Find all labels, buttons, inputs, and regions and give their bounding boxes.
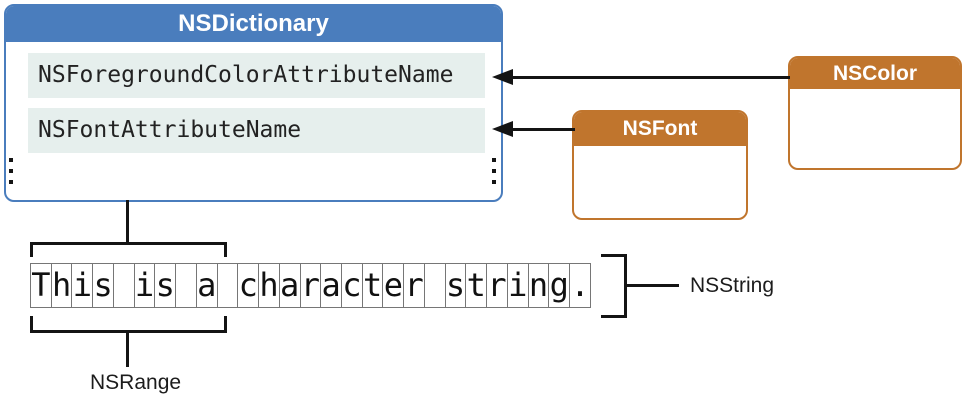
char-cell: c bbox=[341, 263, 363, 308]
ellipsis-icon bbox=[492, 158, 496, 184]
char-cell: i bbox=[506, 263, 529, 308]
nscolor-title: NSColor bbox=[790, 58, 960, 89]
char-cell: g bbox=[548, 263, 571, 308]
char-cell: t bbox=[361, 263, 384, 308]
nsstring-connector-line bbox=[625, 284, 679, 287]
char-cell: e bbox=[382, 263, 405, 308]
char-cell: c bbox=[237, 263, 260, 308]
char-cell: . bbox=[569, 263, 591, 308]
nscolor-box: NSColor bbox=[788, 56, 962, 170]
range-bracket-top bbox=[30, 242, 227, 257]
nsstring-label: NSString bbox=[690, 274, 775, 297]
char-cell: r bbox=[486, 263, 508, 308]
dictionary-to-range-stem bbox=[126, 200, 129, 242]
char-cell: s bbox=[444, 263, 467, 308]
ellipsis-icon bbox=[9, 158, 13, 184]
nscolor-connector-line bbox=[509, 76, 790, 79]
nsfont-box: NSFont bbox=[572, 110, 748, 220]
arrow-left-icon bbox=[492, 69, 513, 85]
nsfont-title: NSFont bbox=[574, 112, 746, 146]
nsfont-connector-line bbox=[509, 128, 575, 131]
char-cell: s bbox=[92, 263, 114, 308]
char-cell: i bbox=[133, 263, 156, 308]
char-cell: r bbox=[299, 263, 322, 308]
nsdictionary-box: NSDictionary NSForegroundColorAttributeN… bbox=[4, 4, 503, 202]
char-cell: a bbox=[320, 263, 343, 308]
char-cell: n bbox=[527, 263, 550, 308]
nsrange-label: NSRange bbox=[90, 371, 182, 394]
nsstring-bracket bbox=[601, 254, 627, 318]
char-cell: h bbox=[50, 263, 73, 308]
arrow-left-icon bbox=[492, 121, 513, 137]
char-cell bbox=[216, 263, 239, 308]
char-cell bbox=[423, 263, 446, 308]
dictionary-entry-font: NSFontAttributeName bbox=[28, 108, 485, 153]
dictionary-entry-foreground-color: NSForegroundColorAttributeName bbox=[28, 53, 485, 98]
char-cell: T bbox=[30, 263, 52, 308]
char-cell: r bbox=[403, 263, 425, 308]
char-cell: i bbox=[71, 263, 94, 308]
char-cell: h bbox=[258, 263, 280, 308]
char-cell bbox=[112, 263, 135, 308]
char-cell bbox=[175, 263, 197, 308]
range-bracket-stem bbox=[126, 331, 129, 367]
char-cell: t bbox=[465, 263, 488, 308]
char-cell: s bbox=[154, 263, 177, 308]
char-cell: a bbox=[195, 263, 218, 308]
char-cell: a bbox=[278, 263, 301, 308]
nsdictionary-title: NSDictionary bbox=[6, 6, 501, 42]
